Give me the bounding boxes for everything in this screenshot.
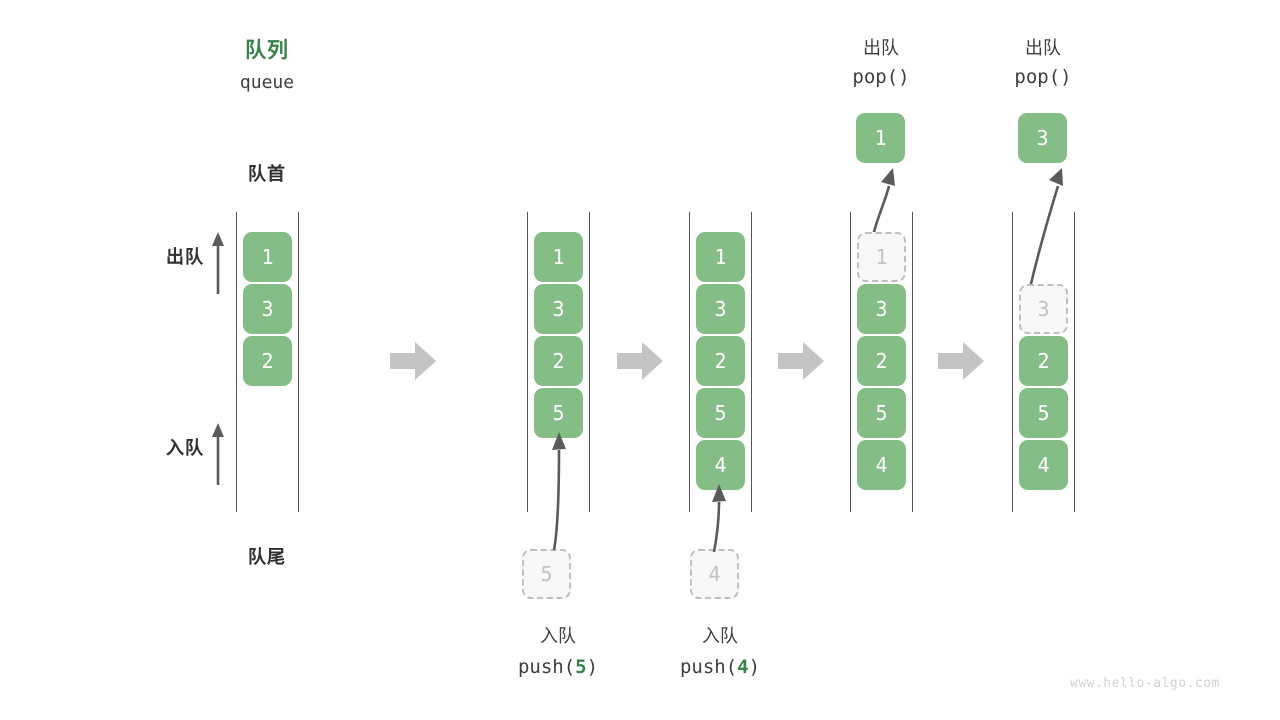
- queue-cell: 4: [857, 440, 906, 490]
- ghost-cell: 5: [522, 549, 571, 599]
- header-code-pop-3: pop(): [1014, 66, 1072, 88]
- step-arrow-2-icon: [617, 342, 663, 385]
- caption-code-arg: 5: [575, 656, 587, 678]
- watermark: www.hello-algo.com: [1070, 676, 1220, 691]
- queue-rail-right-pop-3: [1074, 212, 1075, 512]
- diagram-title-en: queue: [239, 72, 295, 93]
- enqueue-direction-arrow-icon: [208, 423, 228, 490]
- dequeue-arrow-pop-1-icon: [855, 168, 915, 243]
- queue-cell: 2: [243, 336, 292, 386]
- queue-cell-empty-slot: [1019, 232, 1068, 282]
- step-arrow-3-icon: [778, 342, 824, 385]
- queue-cell: 3: [243, 284, 292, 334]
- queue-back-label: 队尾: [248, 547, 286, 567]
- header-code-pop-1: pop(): [852, 66, 910, 88]
- enqueue-arrow-push-4-icon: [700, 484, 760, 559]
- queue-cell-new: 4: [696, 440, 745, 490]
- dequeue-direction-label: 出队: [166, 247, 204, 267]
- header-cn-pop-1: 出队: [863, 38, 899, 59]
- queue-rail-left-pop-3: [1012, 212, 1013, 512]
- queue-front-label: 队首: [248, 164, 286, 184]
- queue-cell: 1: [534, 232, 583, 282]
- queue-cell: 4: [1019, 440, 1068, 490]
- queue-rail-right-pop-1: [912, 212, 913, 512]
- queue-cell-new: 5: [534, 388, 583, 438]
- queue-cell: 2: [857, 336, 906, 386]
- caption-code-prefix: push(: [679, 656, 738, 678]
- caption-code-arg: 4: [737, 656, 749, 678]
- queue-cells-push-4: 1 3 2 5 4: [696, 232, 745, 490]
- header-cn-pop-3: 出队: [1025, 38, 1061, 59]
- queue-rail-right-push-5: [589, 212, 590, 512]
- incoming-element-push-4: 4: [690, 549, 739, 599]
- queue-cell: 2: [534, 336, 583, 386]
- ghost-cell: 4: [690, 549, 739, 599]
- dequeue-direction-arrow-icon: [208, 232, 228, 299]
- queue-cells-pop-1: 1 3 2 5 4: [857, 232, 906, 490]
- queue-rail-left-push-4: [689, 212, 690, 512]
- queue-cell: 2: [696, 336, 745, 386]
- queue-rail-left-pop-1: [850, 212, 851, 512]
- queue-cells-pop-3: 3 2 5 4: [1019, 232, 1068, 490]
- queue-cell: 1: [696, 232, 745, 282]
- caption-code-push-5: push(5): [517, 656, 599, 678]
- queue-cell: 3: [857, 284, 906, 334]
- queue-cell: 1: [243, 232, 292, 282]
- enqueue-arrow-push-5-icon: [530, 432, 590, 557]
- popped-element-pop-1: 1: [856, 113, 905, 163]
- caption-code-push-4: push(4): [679, 656, 761, 678]
- step-arrow-4-icon: [938, 342, 984, 385]
- dequeue-arrow-pop-3-icon: [1010, 168, 1080, 295]
- queue-cell: 3: [696, 284, 745, 334]
- queue-cell: 5: [696, 388, 745, 438]
- queue-cells-push-5: 1 3 2 5: [534, 232, 583, 438]
- popped-cell: 3: [1018, 113, 1067, 163]
- queue-cell: 5: [857, 388, 906, 438]
- queue-cell-removed: 1: [857, 232, 906, 282]
- queue-cell: 2: [1019, 336, 1068, 386]
- queue-rail-right-initial: [298, 212, 299, 512]
- queue-cell: 5: [1019, 388, 1068, 438]
- popped-cell: 1: [856, 113, 905, 163]
- queue-cell-removed: 3: [1019, 284, 1068, 334]
- enqueue-direction-label: 入队: [166, 438, 204, 458]
- step-arrow-1-icon: [390, 342, 436, 385]
- incoming-element-push-5: 5: [522, 549, 571, 599]
- queue-rail-right-push-4: [751, 212, 752, 512]
- caption-cn-push-5: 入队: [540, 626, 576, 647]
- caption-code-prefix: push(: [517, 656, 576, 678]
- queue-rail-left-initial: [236, 212, 237, 512]
- queue-rail-left-push-5: [527, 212, 528, 512]
- caption-cn-push-4: 入队: [702, 626, 738, 647]
- diagram-title-cn: 队列: [245, 39, 289, 62]
- queue-cells-initial: 1 3 2: [243, 232, 292, 386]
- popped-element-pop-3: 3: [1018, 113, 1067, 163]
- queue-cell: 3: [534, 284, 583, 334]
